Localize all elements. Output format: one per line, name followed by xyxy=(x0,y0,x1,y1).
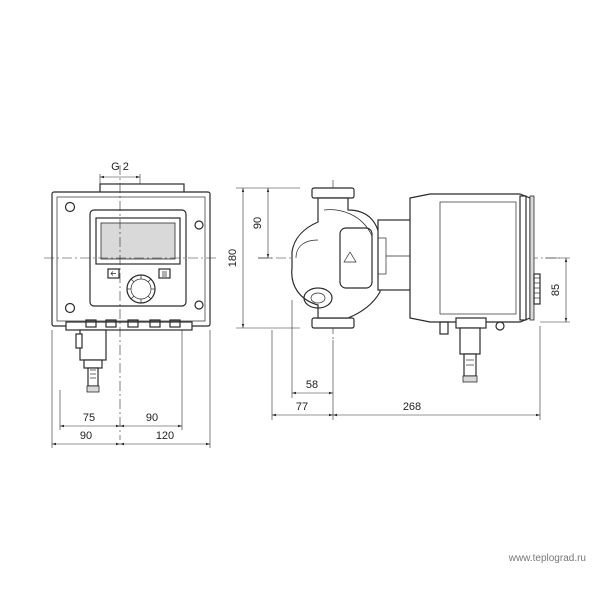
volute xyxy=(339,227,373,289)
dim-front-120: 120 xyxy=(156,430,174,442)
motor-neck xyxy=(377,219,415,291)
drain-plug xyxy=(303,287,333,309)
display-frame xyxy=(95,217,181,265)
dim-side-77: 77 xyxy=(296,401,308,413)
motor-head xyxy=(409,193,531,323)
menu-button-icon xyxy=(158,268,171,279)
cable-gland xyxy=(75,329,107,393)
top-flange xyxy=(311,187,355,199)
dim-side-90: 90 xyxy=(252,217,264,229)
flow-arrow-icon xyxy=(343,251,357,263)
display-screen xyxy=(100,222,176,260)
back-button-icon xyxy=(107,268,120,279)
dim-front-90-outer: 90 xyxy=(80,430,92,442)
dim-side-58: 58 xyxy=(306,379,318,391)
front-view: G 2 75 90 90 120 xyxy=(44,161,218,448)
screw-hole xyxy=(194,300,204,310)
side-cable-gland xyxy=(439,317,505,383)
pump-housing xyxy=(291,197,381,319)
bottom-flange xyxy=(311,317,355,329)
terminal-strip xyxy=(65,321,193,331)
dim-side-180: 180 xyxy=(227,249,239,267)
dim-front-90-inner: 90 xyxy=(146,412,158,424)
screw-hole xyxy=(64,302,76,314)
screw-hole xyxy=(64,201,76,213)
dim-side-85: 85 xyxy=(550,284,562,296)
screw-hole xyxy=(194,220,204,230)
dim-front-75: 75 xyxy=(83,412,95,424)
dim-side-268: 268 xyxy=(403,401,421,413)
connector-block xyxy=(533,273,541,305)
watermark-text: www.teplograd.ru xyxy=(508,553,586,564)
side-view: 180 90 85 58 77 268 xyxy=(227,180,570,420)
thread-label: G 2 xyxy=(111,161,129,173)
knob-ribs xyxy=(127,275,155,303)
